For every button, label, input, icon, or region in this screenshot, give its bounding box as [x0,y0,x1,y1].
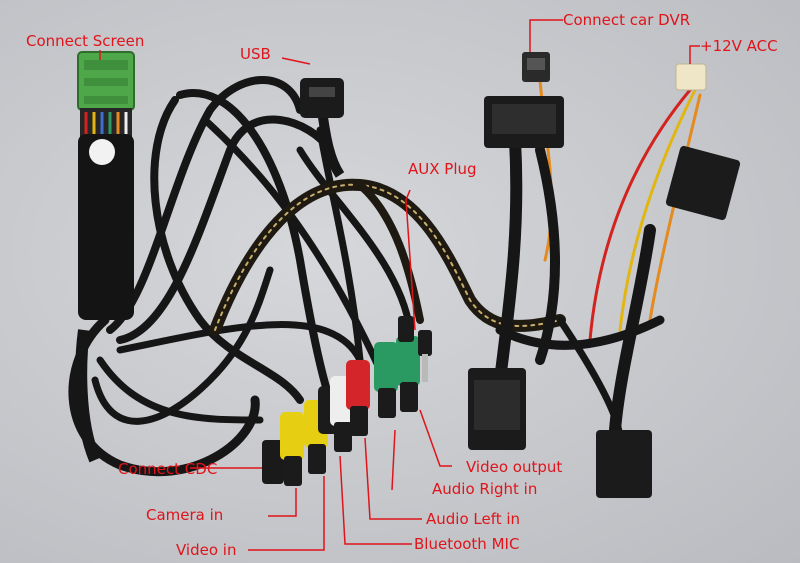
label-connect-car-dvr: Connect car DVR [563,11,691,29]
label-video-in: Video in [176,541,237,559]
right-connectors [468,52,741,498]
label-camera-in: Camera in [146,506,224,524]
label-12v-acc: +12V ACC [700,37,778,55]
label-bluetooth-mic: Bluetooth MIC [414,535,520,553]
label-connect-screen: Connect Screen [26,32,145,50]
main-module [75,51,135,463]
label-video-output: Video output [466,458,563,476]
cable-loops [68,76,414,477]
label-aux-plug: AUX Plug [408,160,477,178]
label-usb: USB [240,45,271,63]
label-audio-left-in: Audio Left in [426,510,521,528]
right-harness [494,78,702,444]
usb-connector [300,78,345,178]
label-audio-right-in: Audio Right in [432,480,538,498]
label-connect-cdc: Connect CDC [118,460,218,478]
